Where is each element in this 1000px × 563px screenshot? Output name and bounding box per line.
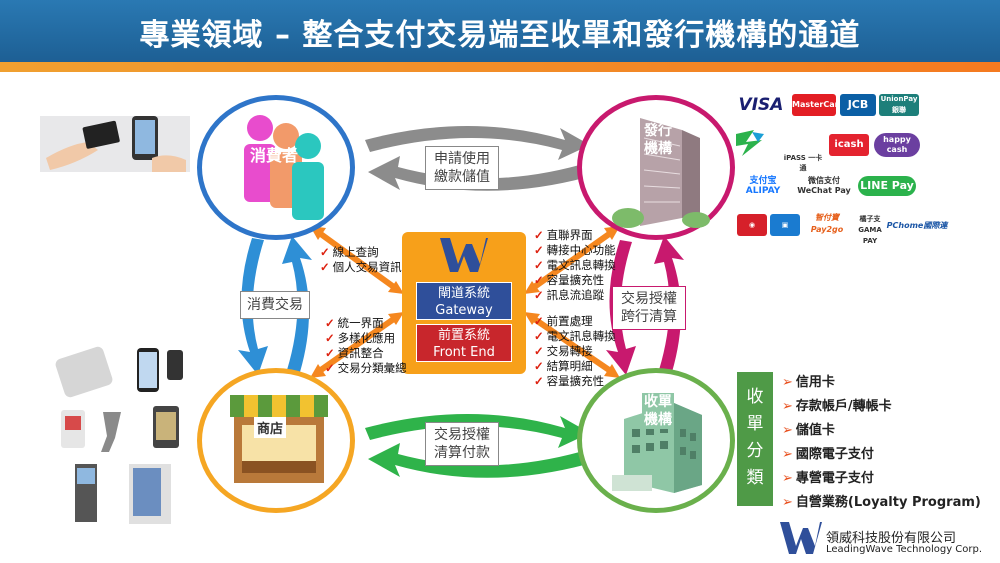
bottom-arrow-left [368, 443, 595, 478]
list-item: 電文訊息轉換 [534, 329, 616, 344]
list-item: 前置處理 [534, 314, 616, 329]
card-payment-photo-icon [40, 116, 190, 172]
gateway-box: 閘道系統 Gateway 前置系統 Front End [402, 232, 526, 374]
company-logo-icon [440, 238, 488, 272]
list-item: 國際電子支付 [782, 443, 981, 467]
list-item: 資訊整合 [325, 346, 407, 361]
company-name-en: LeadingWave Technology Corp. [826, 544, 983, 555]
list-item: 交易轉接 [534, 344, 616, 359]
title-banner [0, 0, 1000, 62]
pay2go-logo: 智付寶 Pay2go [803, 212, 851, 238]
happycash-logo: happy cash [874, 133, 920, 157]
caption-left: 消費交易 [240, 291, 310, 319]
bank-tower-icon [612, 118, 710, 228]
left-arrow-up [282, 236, 312, 372]
easycard-logo-icon [736, 130, 764, 156]
shop-icon [230, 395, 328, 483]
alipay-logo: 支付宝 ALIPAY [737, 176, 789, 196]
gateway-system-button[interactable]: 閘道系統 Gateway [416, 282, 512, 320]
unionpay-logo: UnionPay 銀聯 [879, 94, 919, 116]
frontend-system-button[interactable]: 前置系統 Front End [416, 324, 512, 362]
page-title: 專業領域 – 整合支付交易端至收單和發行機構的通道 [139, 18, 861, 53]
consumer-feature-list: 線上查詢 個人交易資訊 [320, 245, 402, 275]
linepay-logo: LINE Pay [858, 176, 916, 196]
bottom-arrow-right [365, 414, 590, 448]
people-icon [244, 115, 324, 220]
consumer-label: 消費者 [250, 146, 299, 165]
payment-devices-icon [55, 346, 183, 524]
merchant-label: 商店 [254, 417, 287, 438]
list-item: 統一界面 [325, 316, 407, 331]
digital-wallet-logo-icon: ▣ [770, 214, 800, 236]
bank-pay-logo-icon: ◉ [737, 214, 767, 236]
caption-right: 交易授權 跨行清算 [612, 286, 686, 330]
ipass-logo: iPASS 一卡通 [782, 127, 824, 172]
icash-logo: icash [829, 134, 869, 156]
gamapay-logo: 橘子支 GAMA PAY [852, 214, 888, 245]
list-item: 自營業務(Loyalty Program) [782, 491, 981, 515]
jcb-logo: JCB [840, 94, 876, 116]
list-item: 電文訊息轉換 [534, 258, 616, 273]
pchome-logo: PChome國際連 [886, 217, 948, 235]
acquiring-classification-label: 收 單 分 類 [737, 372, 773, 506]
issuer-label: 發行 機構 [644, 123, 672, 157]
list-item: 轉接中心功能 [534, 243, 616, 258]
mastercard-logo: MasterCard [792, 94, 844, 116]
acquirer-node: 收單 機構 [577, 368, 735, 513]
list-item: 線上查詢 [320, 245, 402, 260]
list-item: 存款帳戶/轉帳卡 [782, 395, 981, 419]
issuer-feature-list: 直聯界面 轉接中心功能 電文訊息轉換 容量擴充性 訊息流追蹤 [534, 228, 616, 303]
wechatpay-logo: 微信支付 WeChat Pay [793, 176, 855, 196]
acquirer-label: 收單 機構 [642, 393, 674, 429]
top-arrow-right [365, 126, 590, 160]
right-arrow-up [654, 236, 684, 372]
caption-top: 申請使用 繳款儲值 [425, 146, 499, 190]
merchant-node: 商店 [197, 368, 355, 513]
list-item: 個人交易資訊 [320, 260, 402, 275]
left-arrow-down [238, 238, 268, 375]
list-item: 容量擴充性 [534, 273, 616, 288]
consumer-node: 消費者 [197, 95, 355, 240]
acquiring-classification-list: 信用卡 存款帳戶/轉帳卡 儲值卡 國際電子支付 專營電子支付 自營業務(Loya… [782, 371, 981, 515]
banner-stripe [0, 62, 1000, 72]
list-item: 訊息流追蹤 [534, 288, 616, 303]
list-item: 結算明細 [534, 359, 616, 374]
company-name-cn: 領威科技股份有限公司 [826, 531, 957, 546]
top-arrow-left [368, 156, 595, 191]
issuer-node: 發行 機構 [577, 95, 735, 240]
acquirer-feature-list: 前置處理 電文訊息轉換 交易轉接 結算明細 容量擴充性 [534, 314, 616, 389]
list-item: 多樣化應用 [325, 331, 407, 346]
caption-bottom: 交易授權 清算付款 [425, 422, 499, 466]
company-logo-icon [780, 522, 822, 554]
visa-logo: VISA [733, 93, 789, 117]
list-item: 直聯界面 [534, 228, 616, 243]
list-item: 儲值卡 [782, 419, 981, 443]
list-item: 交易分類彙總 [325, 361, 407, 376]
arrowhead-3 [310, 364, 326, 378]
list-item: 信用卡 [782, 371, 981, 395]
merchant-feature-list: 統一界面 多樣化應用 資訊整合 交易分類彙總 [325, 316, 407, 376]
list-item: 專營電子支付 [782, 467, 981, 491]
list-item: 容量擴充性 [534, 374, 616, 389]
arrowhead-2 [388, 281, 404, 294]
